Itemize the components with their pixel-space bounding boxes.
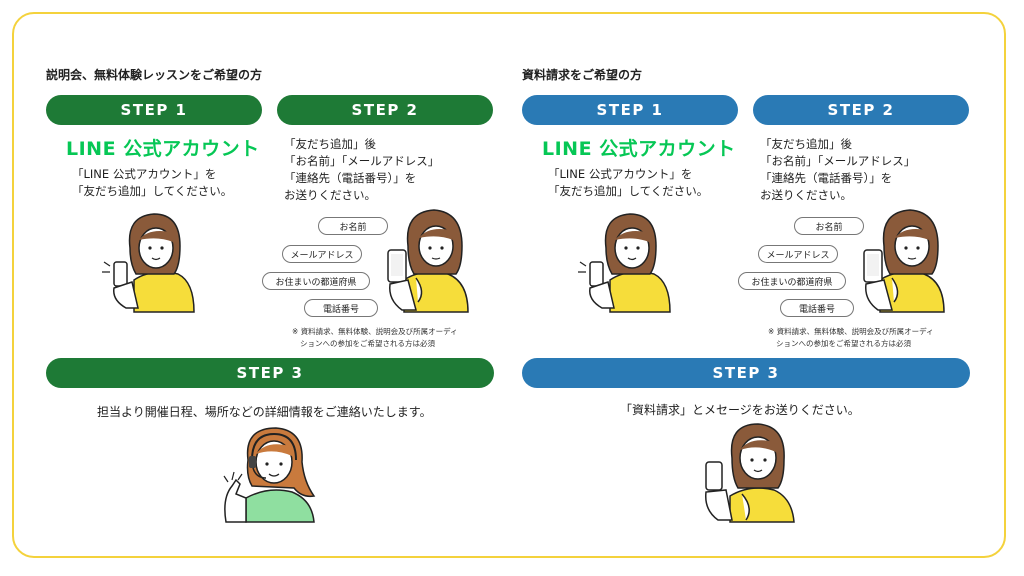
bubble-prefecture: お住まいの都道府県 [738,272,846,290]
step2-instruction-line1: 「友だち追加」後 [760,137,852,151]
bubble-email: メールアドレス [282,245,362,263]
woman-with-headset-icon [223,427,316,523]
step1-instruction-line1: 「LINE 公式アカウント」を [548,167,693,181]
step3-description-right: 「資料請求」とメセージをお送りください。 [620,403,860,417]
step2-instruction-line3: 「連絡先（電話番号）」を [760,171,893,185]
step2-instruction-line1: 「友だち追加」後 [284,137,376,151]
step2-instruction-line4: お送りください。 [284,188,376,202]
step1-instruction-line1: 「LINE 公式アカウント」を [72,167,217,181]
step2-badge-left: STEP 2 [277,95,493,125]
woman-with-phone-icon [863,209,945,313]
bubble-phone: 電話番号 [304,299,378,317]
bubble-name: お名前 [794,217,864,235]
line-official-logo: LINE 公式アカウント [66,138,260,160]
line-official-logo: LINE 公式アカウント [542,138,736,160]
step2-instruction-line2: 「お名前」「メールアドレス」 [284,154,440,168]
step2-note-line1: ※ 資料請求、無料体験、説明会及び所属オーディ [292,327,458,336]
step2-note-line1: ※ 資料請求、無料体験、説明会及び所属オーディ [768,327,934,336]
content-frame [12,12,1006,558]
step2-instruction-line2: 「お名前」「メールアドレス」 [760,154,916,168]
step3-badge-right: STEP 3 [522,358,970,388]
step2-badge-right: STEP 2 [753,95,969,125]
step2-note-line2: ションへの参加をご希望される方は必須 [776,339,911,348]
step1-badge-left: STEP 1 [46,95,262,125]
woman-with-phone-icon [102,213,195,313]
bubble-email: メールアドレス [758,245,838,263]
bubble-phone: 電話番号 [780,299,854,317]
woman-with-phone-icon [387,209,469,313]
woman-with-phone-icon [578,213,671,313]
bubble-name: お名前 [318,217,388,235]
section-title-brochure: 資料請求をご希望の方 [522,68,643,82]
step2-note-line2: ションへの参加をご希望される方は必須 [300,339,435,348]
step1-instruction-line2: 「友だち追加」してください。 [72,184,233,198]
step1-badge-right: STEP 1 [522,95,738,125]
step2-instruction-line3: 「連絡先（電話番号）」を [284,171,417,185]
step1-instruction-line2: 「友だち追加」してください。 [548,184,709,198]
bubble-prefecture: お住まいの都道府県 [262,272,370,290]
step2-instruction-line4: お送りください。 [760,188,852,202]
section-title-lesson: 説明会、無料体験レッスンをご希望の方 [46,68,263,82]
woman-with-phone-icon [705,423,795,523]
step3-badge-left: STEP 3 [46,358,494,388]
step3-description-left: 担当より開催日程、場所などの詳細情報をご連絡いたします。 [97,405,432,419]
